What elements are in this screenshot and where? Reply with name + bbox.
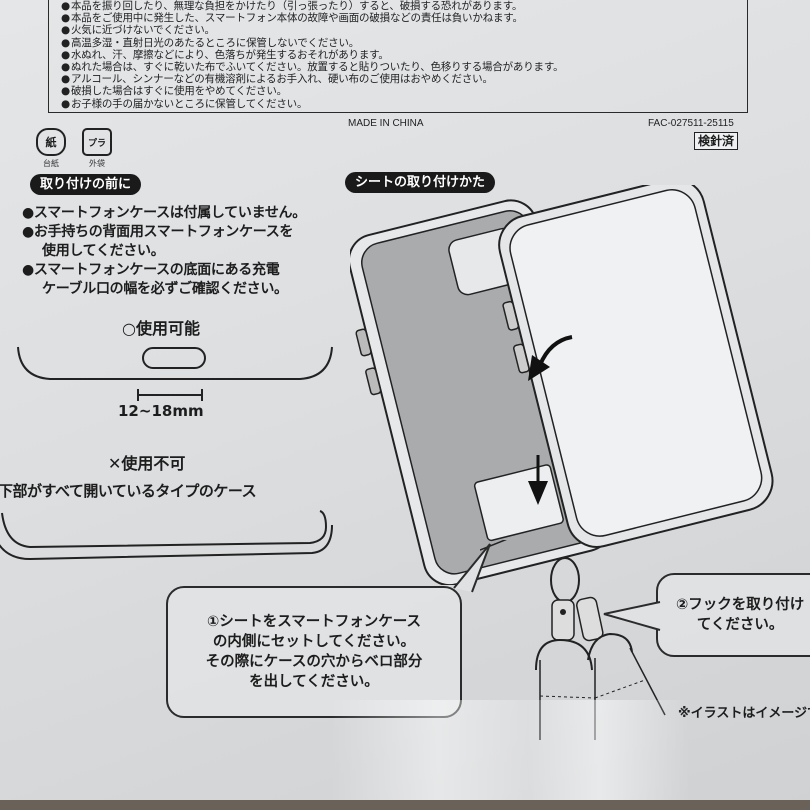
caution-box: 本品を振り回したり、無理な負担をかけたり（引っ張ったり）すると、破損する恐れがあ… [48,0,748,113]
caution-item: 水ぬれ、汗、摩擦などにより、色落ちが発生するおそれがあります。 [61,49,563,61]
recycle-mark-paper: 紙 台紙 [36,128,66,169]
paper-recycle-icon: 紙 [36,128,66,156]
instruction-item: お手持ちの背面用スマートフォンケースを [22,223,306,242]
caution-list: 本品を振り回したり、無理な負担をかけたり（引っ張ったり）すると、破損する恐れがあ… [61,0,564,110]
caution-item: 本品を振り回したり、無理な負担をかけたり（引っ張ったり）すると、破損する恐れがあ… [61,0,563,12]
step2-callout: ②フックを取り付け てください。 [656,573,810,657]
step2-callout-pointer [603,601,661,631]
cable-hole-width: 12~18mm [118,402,204,420]
unusable-description: 下部がすべて開いているタイプのケース [0,482,257,500]
instruction-item: スマートフォンケースの底面にある充電 [22,261,306,280]
before-install-heading: 取り付けの前に [30,174,142,195]
product-code: FAC-027511-25115 [648,118,734,129]
usable-case-diagram [17,346,333,401]
step1-text: ①シートをスマートフォンケース の内側にセットしてください。 その際にケースの穴… [205,614,423,690]
instruction-item: 使用してください。 [42,243,165,259]
phone-case-illustration [350,185,774,585]
recycle-mark-plastic: プラ 外袋 [82,128,112,169]
caution-item: 破損した場合はすぐに使用をやめてください。 [61,85,563,97]
unusable-case-diagram [0,510,333,561]
step1-callout: ①シートをスマートフォンケース の内側にセットしてください。 その際にケースの穴… [166,586,462,718]
caution-item: お子様の手の届かないところに保管してください。 [61,98,563,110]
caution-item: アルコール、シンナーなどの有機溶剤によるお手入れ、硬い布のご使用はおやめください… [61,73,563,85]
step2-text: ②フックを取り付け てください。 [676,597,805,633]
caution-item: 火気に近づけないでください。 [61,24,563,36]
how-to-attach-heading: シートの取り付けかた [345,172,496,193]
illustration-note: ※イラストはイメージです [678,706,810,721]
instruction-item: ケーブル口の幅を必ずご確認ください。 [42,281,288,297]
unusable-heading: ✕使用不可 [108,454,186,473]
caution-item: ぬれた場合は、すぐに乾いた布でふいてください。放置すると貼りついたり、色移りする… [61,61,564,73]
caution-item: 本品をご使用中に発生した、スマートフォン本体の故障や画面の破損などの責任は負いか… [61,12,563,24]
origin-label: MADE IN CHINA [348,118,424,129]
recycle-label: 外袋 [89,159,105,168]
plastic-glare [330,700,690,810]
caution-item: 高温多湿・直射日光のあたるところに保管しないでください。 [61,37,563,49]
before-install-list: スマートフォンケースは付属していません。 お手持ちの背面用スマートフォンケースを… [22,204,306,299]
usable-heading: ○使用可能 [122,319,200,338]
table-edge [0,800,810,810]
plastic-recycle-icon: プラ [82,128,112,156]
step1-callout-pointer [453,543,491,593]
instruction-item: スマートフォンケースは付属していません。 [22,204,306,223]
inspected-stamp: 検針済 [694,132,739,150]
recycle-label: 台紙 [43,159,59,168]
